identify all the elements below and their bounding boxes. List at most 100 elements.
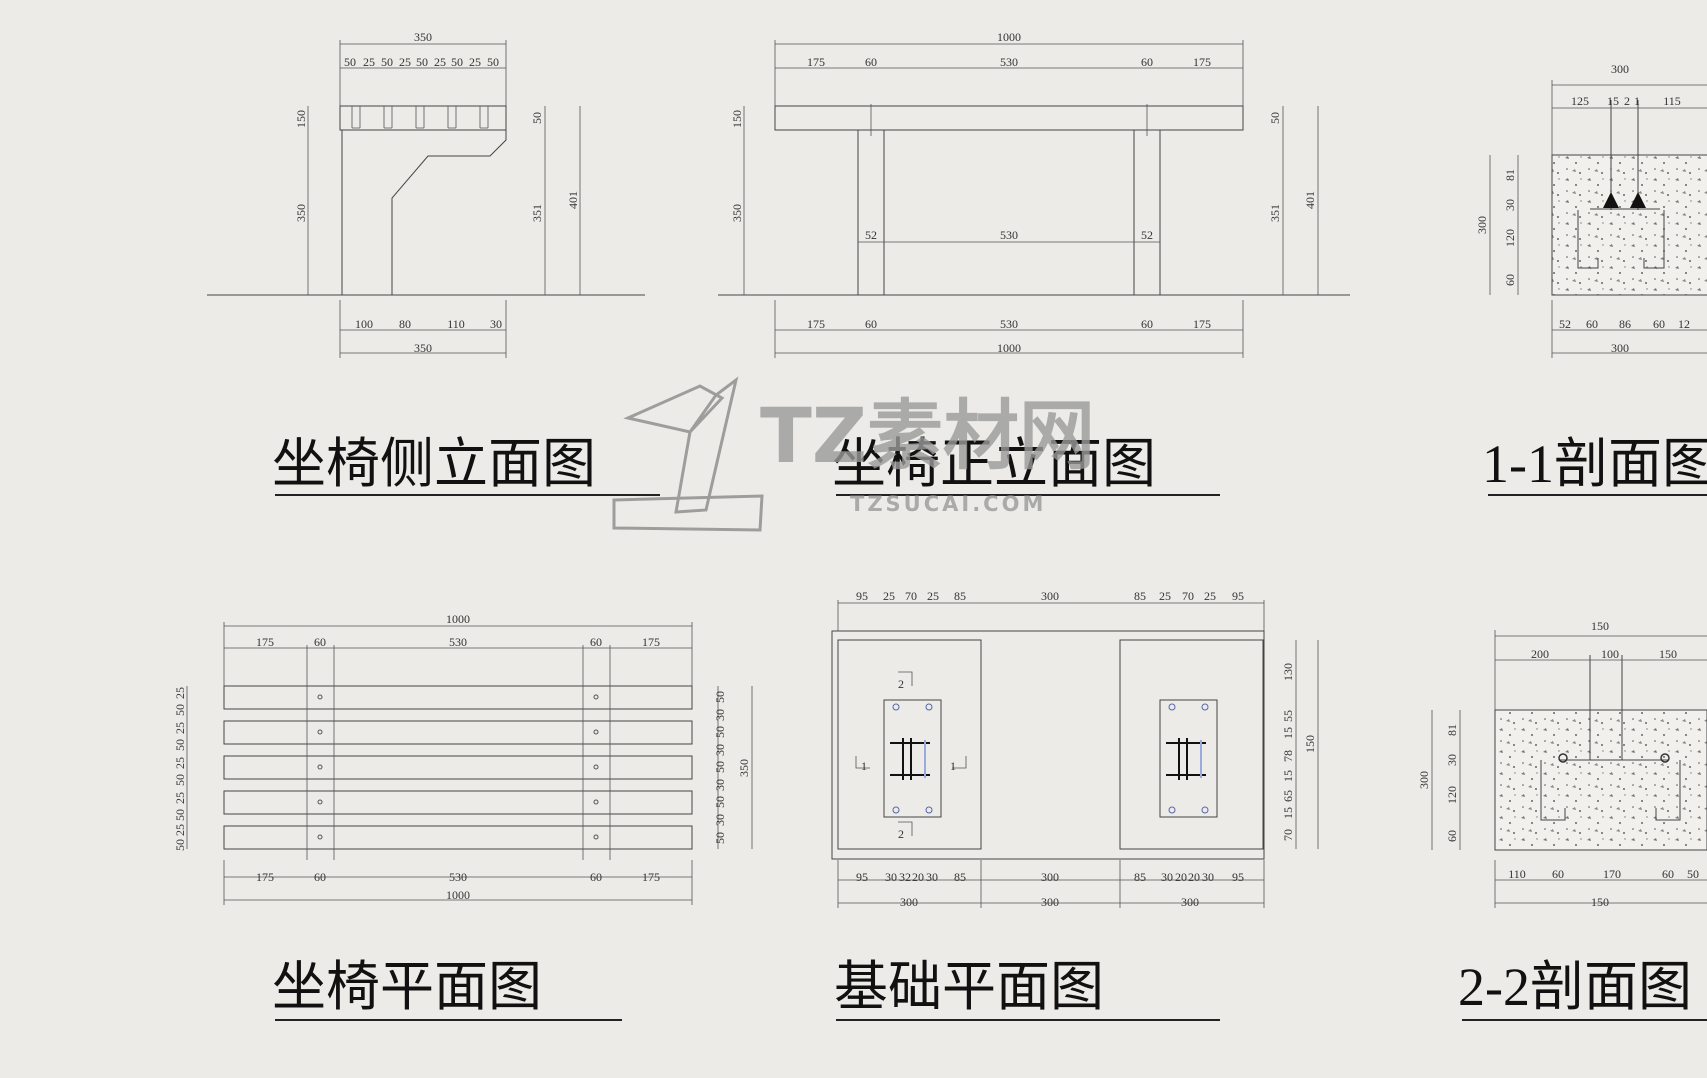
svg-text:52: 52 [1141,228,1153,242]
sec22-top-total: 150 [1591,619,1609,633]
side-top-total: 350 [414,30,432,44]
front-bottom-total: 1000 [997,341,1021,355]
front-elevation-drawing: 1000 175 60 530 60 175 150 350 50 351 40… [718,30,1350,358]
title-section-2-2: 2-2剖面图 [1458,957,1692,1017]
svg-text:20: 20 [912,870,924,884]
svg-text:50: 50 [344,55,356,69]
sec22-bottom-total: 150 [1591,895,1609,909]
svg-text:30: 30 [1161,870,1173,884]
svg-text:12: 12 [1678,317,1690,331]
svg-text:52: 52 [1559,317,1571,331]
foundation-top-segments: 95 25 70 25 85 300 85 25 70 25 95 [856,589,1244,603]
sec11-bottom-total: 300 [1611,341,1629,355]
svg-text:50: 50 [173,839,187,851]
svg-text:95: 95 [856,589,868,603]
svg-text:50: 50 [713,726,727,738]
svg-text:110: 110 [1508,867,1526,881]
svg-text:30: 30 [926,870,938,884]
svg-text:50: 50 [173,704,187,716]
svg-text:30: 30 [713,709,727,721]
svg-text:50: 50 [416,55,428,69]
svg-text:50: 50 [451,55,463,69]
svg-text:30: 30 [885,870,897,884]
plan-top-segments: 175 60 530 60 175 [256,635,660,649]
svg-text:25: 25 [173,792,187,804]
svg-text:130: 130 [1281,663,1295,681]
svg-text:300: 300 [1041,895,1059,909]
svg-text:25: 25 [1204,589,1216,603]
svg-text:55: 55 [1281,710,1295,722]
svg-text:110: 110 [447,317,465,331]
svg-text:65: 65 [1281,790,1295,802]
side-right-h3: 401 [566,191,580,209]
svg-text:60: 60 [314,870,326,884]
svg-text:175: 175 [807,317,825,331]
svg-text:15: 15 [1281,770,1295,782]
sec22-top-segments: 200 100 150 [1531,647,1677,661]
svg-text:60: 60 [865,317,877,331]
svg-text:25: 25 [883,589,895,603]
svg-text:300: 300 [1041,870,1059,884]
foundation-right-dims: 130 55 15 78 15 65 15 70 [1281,663,1295,841]
svg-text:15: 15 [1607,94,1619,108]
svg-text:50: 50 [173,739,187,751]
svg-text:2: 2 [898,677,904,691]
front-left-h2: 350 [730,204,744,222]
svg-text:175: 175 [256,870,274,884]
sec11-bottom-segments: 52 60 86 60 12 [1559,317,1690,331]
plan-top-total: 1000 [446,612,470,626]
svg-text:25: 25 [173,824,187,836]
foundation-bottom-segments: 95 30 32 20 30 85 300 85 30 20 20 30 95 [856,870,1244,884]
section-markers: 1 1 2 2 [855,671,967,841]
svg-text:120: 120 [1503,229,1517,247]
sec22-bottom-segments: 110 60 170 60 50 [1508,867,1699,881]
svg-text:2: 2 [1624,94,1630,108]
svg-text:60: 60 [1445,830,1459,842]
svg-text:175: 175 [1193,317,1211,331]
svg-text:95: 95 [856,870,868,884]
sec11-top-segments: 125 15 2 1 115 [1571,94,1681,108]
svg-text:80: 80 [399,317,411,331]
svg-text:30: 30 [713,779,727,791]
svg-text:70: 70 [905,589,917,603]
svg-text:300: 300 [1041,589,1059,603]
sec11-top-total: 300 [1611,62,1629,76]
svg-text:85: 85 [954,870,966,884]
svg-text:60: 60 [590,635,602,649]
svg-text:175: 175 [256,635,274,649]
svg-text:52: 52 [865,228,877,242]
svg-text:30: 30 [1503,199,1517,211]
svg-text:1: 1 [950,759,956,773]
svg-text:60: 60 [1141,55,1153,69]
svg-text:175: 175 [807,55,825,69]
sec11-left-dims: 81 30 120 60 [1503,169,1517,286]
side-left-h2: 350 [294,204,308,222]
title-side-elevation: 坐椅侧立面图 [272,434,596,494]
sec22-left-dims: 81 30 120 60 [1445,724,1459,842]
svg-text:60: 60 [1662,867,1674,881]
front-right-h3: 401 [1303,191,1317,209]
plan-slats [223,685,693,850]
front-right-h1: 50 [1268,112,1282,124]
svg-text:25: 25 [173,757,187,769]
svg-text:25: 25 [399,55,411,69]
svg-text:60: 60 [1586,317,1598,331]
svg-text:175: 175 [642,870,660,884]
section-2-2-drawing: 150 200 100 150 81 30 120 60 300 110 60 … [1417,619,1707,909]
svg-text:60: 60 [1552,867,1564,881]
side-top-segments: 50 25 50 25 50 25 50 25 50 [344,55,499,69]
front-inner-dims: 52 530 52 [865,228,1153,242]
watermark: TZ素材网 TZSUCAI.COM [612,376,1095,532]
svg-text:25: 25 [927,589,939,603]
svg-text:25: 25 [1159,589,1171,603]
side-right-h1: 50 [530,112,544,124]
svg-text:85: 85 [1134,589,1146,603]
svg-text:50: 50 [173,774,187,786]
svg-text:100: 100 [1601,647,1619,661]
svg-text:15: 15 [1281,727,1295,739]
svg-text:2: 2 [898,827,904,841]
svg-text:50: 50 [713,761,727,773]
svg-text:95: 95 [1232,870,1244,884]
svg-text:32: 32 [899,870,911,884]
section-1-1-drawing: 300 125 15 2 1 115 81 30 120 60 300 52 6… [1475,62,1707,358]
